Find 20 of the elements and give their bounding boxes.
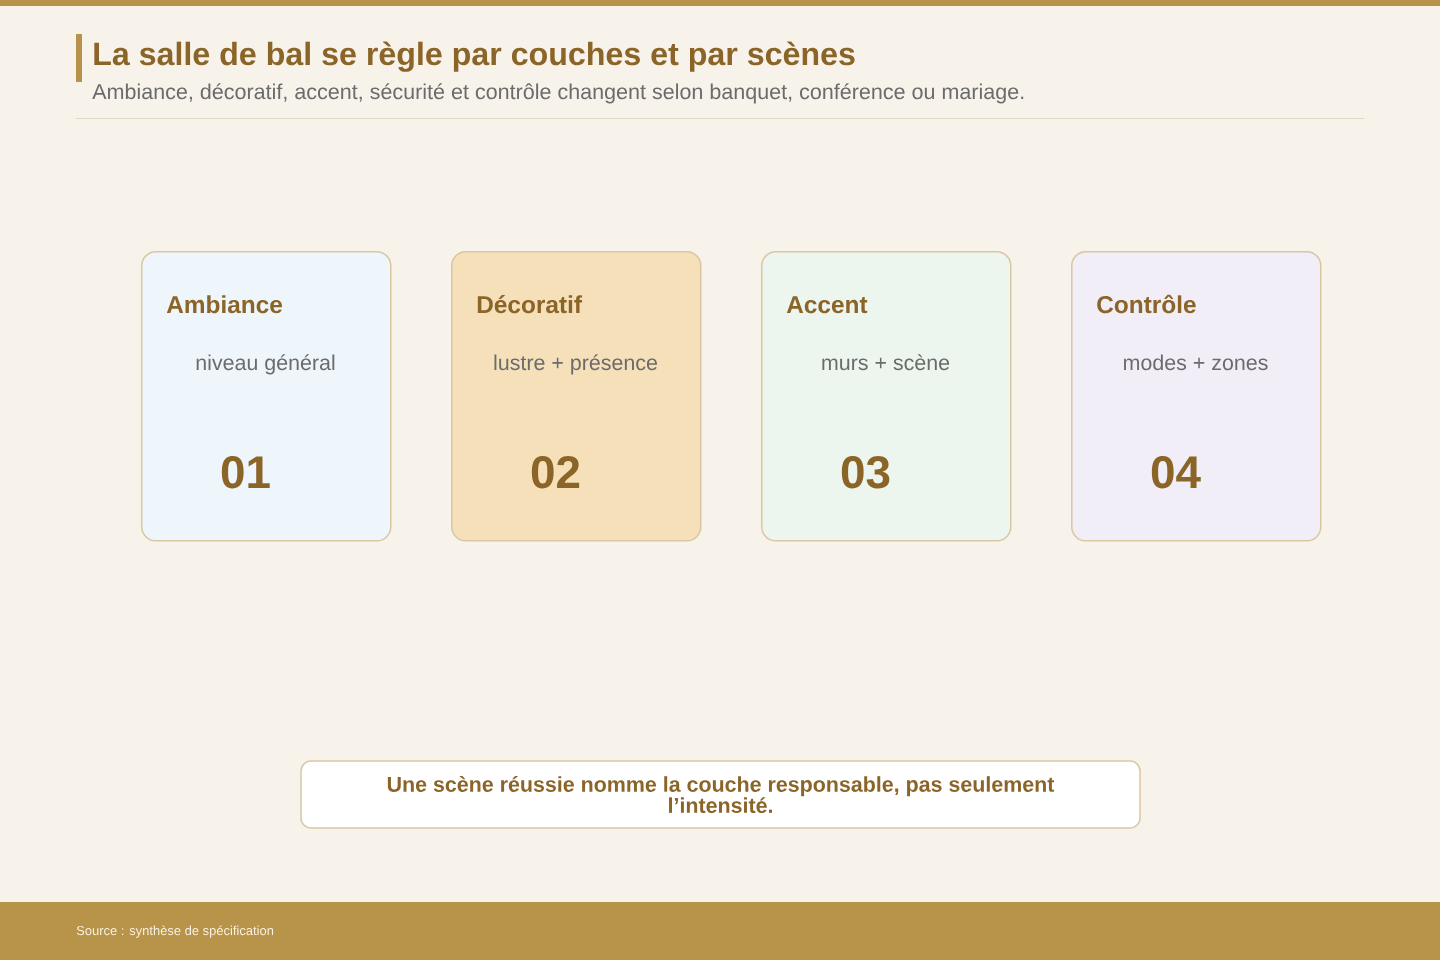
title: La salle de bal se règle par couches et par scènes bbox=[94, 41, 855, 72]
subtitle: Ambiance, décoratif, accent, sécurité et contrôle changent selon banquet, conférence ou mariage. bbox=[92, 83, 1024, 104]
card-number: 01 bbox=[221, 456, 270, 489]
note-box: Une scène réussie nomme la couche responsable, pas seulement l’intensité. bbox=[300, 760, 1141, 829]
card-number: 04 bbox=[1151, 456, 1201, 489]
layer-card bbox=[451, 251, 702, 542]
layer-card bbox=[1071, 251, 1322, 542]
card-number: 03 bbox=[841, 456, 890, 489]
card-subtitle: lustre + présence bbox=[494, 354, 657, 375]
card-heading: Décoratif bbox=[477, 295, 583, 314]
card-subtitle: murs + scène bbox=[822, 354, 950, 371]
layer-card bbox=[141, 251, 392, 542]
card-heading: Contrôle bbox=[1097, 294, 1196, 314]
layer-card bbox=[761, 251, 1012, 542]
card-heading: Accent bbox=[786, 296, 868, 314]
card-subtitle: niveau général bbox=[196, 354, 335, 375]
card-heading: Ambiance bbox=[166, 295, 282, 314]
card-subtitle: modes + zones bbox=[1124, 354, 1268, 371]
card-number: 02 bbox=[531, 456, 580, 489]
source-note: Source : synthèse de spécification bbox=[76, 925, 274, 938]
